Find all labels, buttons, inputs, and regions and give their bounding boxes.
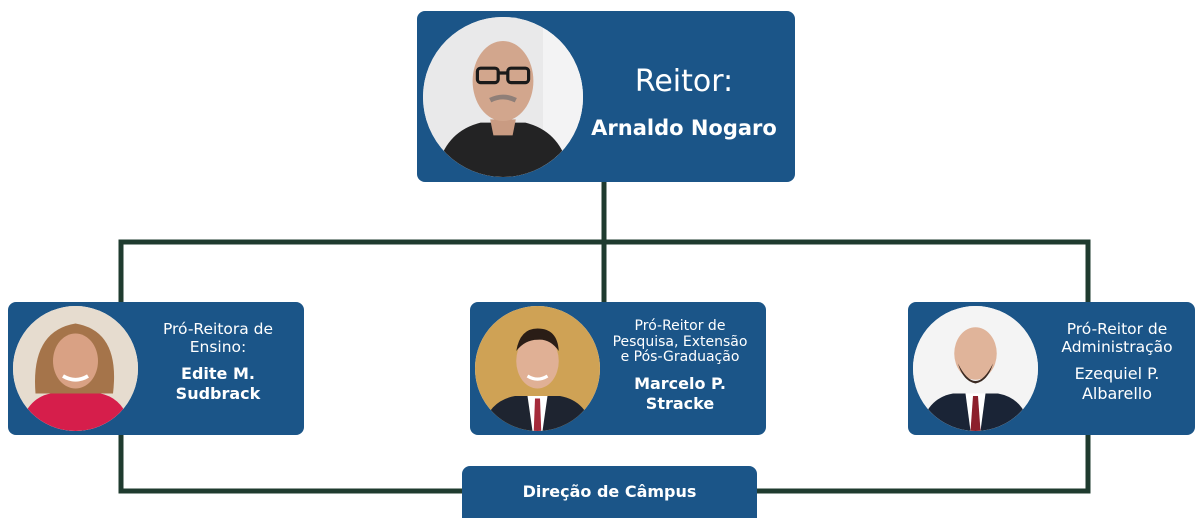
ensino-name: Edite M. Sudbrack (142, 364, 294, 404)
reitor-card: Reitor: Arnaldo Nogaro (417, 11, 795, 182)
pesquisa-name: Marcelo P. Stracke (604, 374, 756, 414)
pesquisa-role-line2: Pesquisa, Extensão (612, 333, 748, 350)
administracao-role-line1: Pró-Reitor de (1066, 320, 1168, 338)
ensino-photo (13, 306, 138, 431)
ensino-role-line2: Ensino: (189, 338, 247, 356)
administracao-text: Pró-Reitor de Administração Ezequiel P. … (1041, 320, 1193, 404)
pesquisa-name-line2: Stracke (645, 393, 715, 413)
administracao-photo (913, 306, 1038, 431)
ensino-role-line1: Pró-Reitora de (162, 320, 274, 338)
portrait-marcelo-stracke (475, 306, 600, 431)
pesquisa-photo (475, 306, 600, 431)
pesquisa-text: Pró-Reitor de Pesquisa, Extensão e Pós-G… (604, 318, 756, 414)
pesquisa-card: Pró-Reitor de Pesquisa, Extensão e Pós-G… (470, 302, 766, 435)
portrait-edite-sudbrack (13, 306, 138, 431)
ensino-card: Pró-Reitora de Ensino: Edite M. Sudbrack (8, 302, 304, 435)
campus-label: Direção de Câmpus (522, 482, 697, 501)
connector-bottom-right (754, 432, 1091, 494)
pesquisa-role-line1: Pró-Reitor de (634, 318, 726, 334)
administracao-card: Pró-Reitor de Administração Ezequiel P. … (908, 302, 1195, 435)
pesquisa-role-line3: e Pós-Graduação (620, 349, 740, 365)
connector-bottom-left (118, 432, 465, 494)
ensino-name-line2: Sudbrack (175, 384, 261, 403)
ensino-name-line1: Edite M. (181, 364, 255, 383)
administracao-name-line2: Albarello (1081, 384, 1153, 403)
ensino-text: Pró-Reitora de Ensino: Edite M. Sudbrack (142, 320, 294, 404)
administracao-name: Ezequiel P. Albarello (1041, 364, 1193, 404)
portrait-ezequiel-albarello (913, 306, 1038, 431)
reitor-title: Reitor: (634, 64, 734, 99)
reitor-photo (423, 17, 583, 177)
administracao-role-line2: Administração (1061, 338, 1173, 356)
portrait-arnaldo-nogaro (423, 17, 583, 177)
pesquisa-name-line1: Marcelo P. (634, 373, 726, 393)
reitor-name: Arnaldo Nogaro (591, 116, 777, 140)
administracao-name-line1: Ezequiel P. (1074, 364, 1160, 383)
campus-card: Direção de Câmpus (462, 466, 757, 518)
